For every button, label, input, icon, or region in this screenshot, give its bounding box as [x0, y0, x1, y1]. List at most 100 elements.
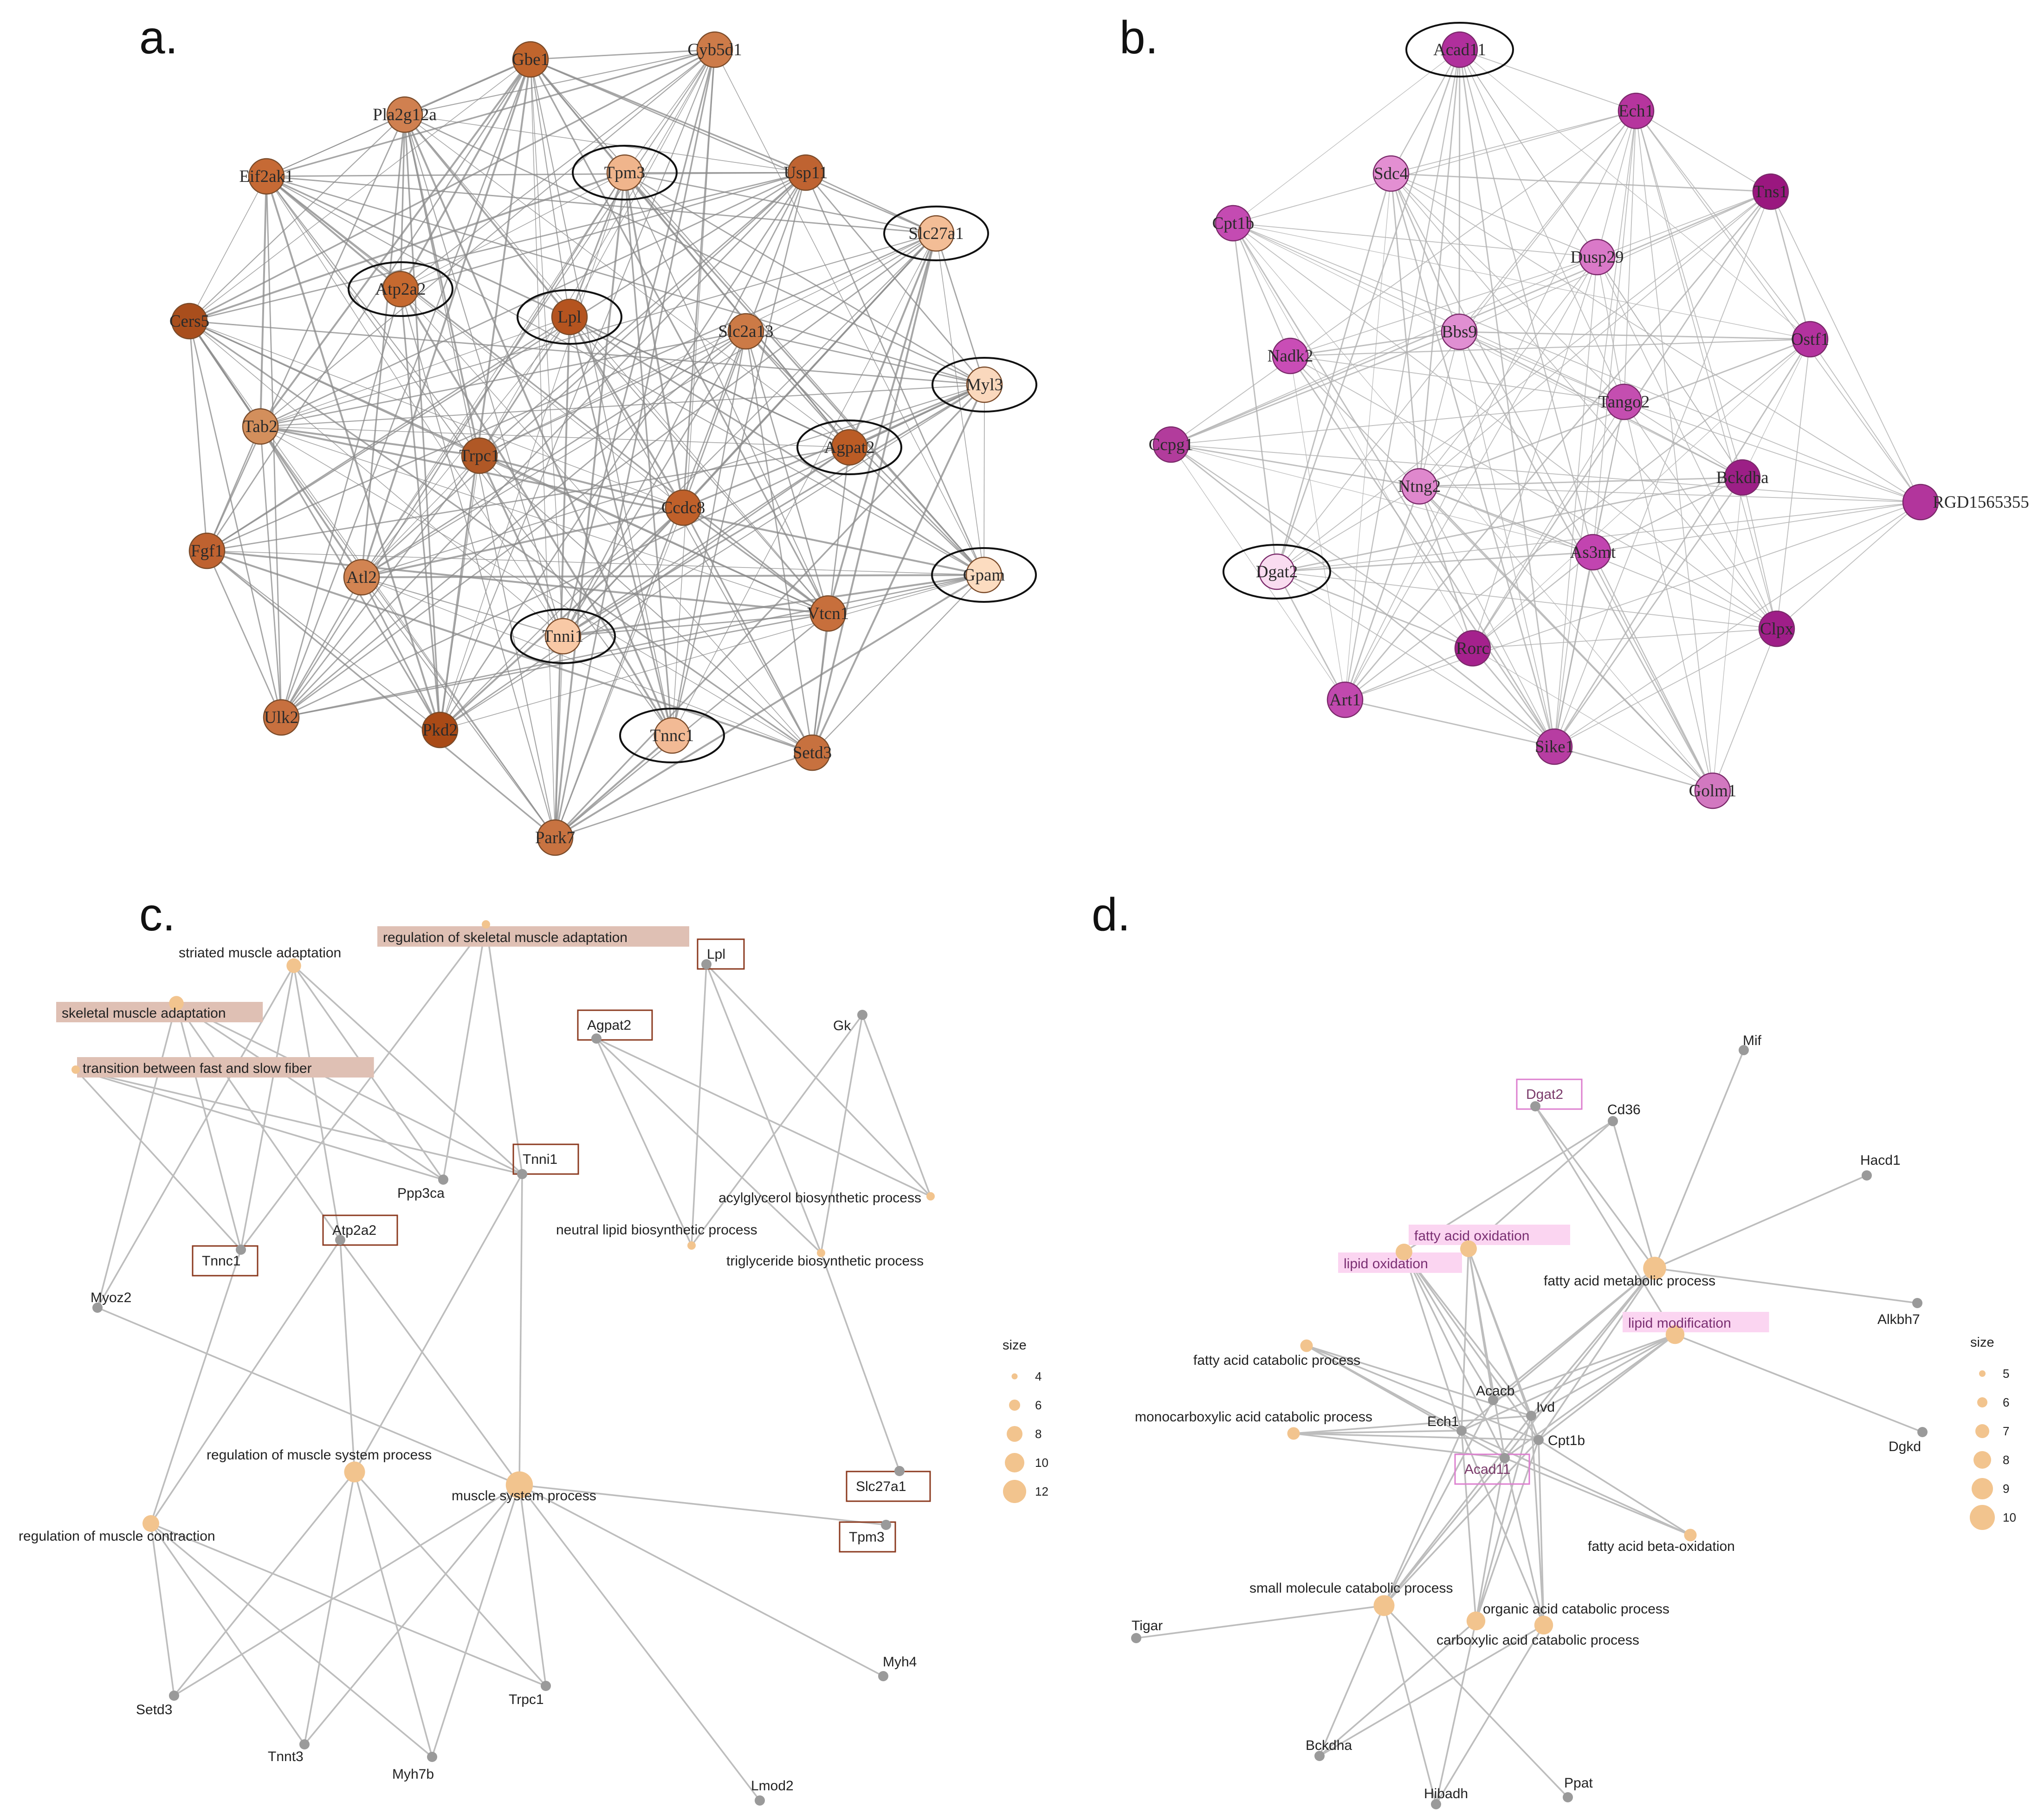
edge — [266, 175, 937, 234]
edge — [479, 316, 570, 456]
gene-box-tpm3 — [839, 1521, 896, 1553]
edge — [1597, 257, 1743, 478]
edge — [404, 114, 806, 173]
edge — [1597, 257, 1777, 629]
edge — [562, 331, 747, 637]
edge — [624, 172, 850, 448]
edge — [189, 321, 563, 637]
term-label-fatty-acid-beta-oxidation: fatty acid beta-oxidation — [1588, 1539, 1735, 1554]
edge — [266, 49, 715, 177]
node-label-tnnc1: Tnnc1 — [650, 726, 694, 745]
gene-node-hibadh — [1431, 1799, 1441, 1809]
term-node-muscle-system-process — [505, 1471, 533, 1499]
term-label-fatty-acid-metabolic-process: fatty acid metabolic process — [1544, 1273, 1715, 1289]
gene-node-myh7b — [427, 1752, 437, 1762]
term-label-neutral-lipid-biosynthetic-process: neutral lipid biosynthetic process — [556, 1222, 757, 1238]
legend-label-8: 8 — [2003, 1453, 2009, 1467]
edge — [1345, 699, 1555, 748]
edge — [354, 1174, 523, 1472]
edge — [400, 289, 556, 838]
gene-label-acacb: Acacb — [1476, 1383, 1514, 1399]
edge — [280, 577, 362, 718]
edge — [304, 1484, 520, 1745]
edge — [1461, 1430, 1545, 1626]
edge — [150, 1249, 242, 1524]
edge — [1276, 191, 1771, 572]
gene-label-trpc1: Trpc1 — [509, 1692, 544, 1707]
gene-node-ppat — [1563, 1792, 1573, 1802]
edge — [207, 550, 984, 575]
edge — [189, 321, 684, 508]
edge — [339, 1239, 520, 1486]
node-atl2 — [343, 559, 380, 596]
edge — [1624, 401, 1743, 478]
edge — [1472, 552, 1593, 649]
edge — [207, 446, 850, 552]
highlight-circle-slc27a1 — [883, 206, 989, 261]
term-highlight-fatty-acid-oxidation — [1409, 1225, 1570, 1245]
term-label-small-molecule-catabolic-process: small molecule catabolic process — [1249, 1581, 1453, 1596]
node-cers5 — [171, 303, 208, 340]
edge — [440, 384, 985, 730]
term-node-regulation-of-muscle-contraction — [142, 1515, 159, 1532]
edge — [206, 59, 531, 551]
term-label-lipid-modification: lipid modification — [1628, 1316, 1731, 1331]
edge — [280, 172, 807, 718]
gene-box-acad11 — [1454, 1453, 1530, 1485]
edge — [176, 1002, 523, 1175]
edge — [1538, 1268, 1656, 1440]
node-label-gbe1: Gbe1 — [512, 50, 549, 69]
edge — [293, 965, 523, 1175]
edge — [805, 172, 937, 234]
gene-node-tnnt3 — [299, 1739, 310, 1749]
gene-node-ppp3ca — [438, 1175, 448, 1185]
gene-label-cd36: Cd36 — [1607, 1102, 1641, 1117]
legend-label-10: 10 — [2003, 1510, 2016, 1524]
node-ccpg1 — [1152, 426, 1190, 463]
node-art1 — [1326, 681, 1364, 718]
panel-b-letter: b. — [1119, 12, 1158, 64]
term-label-organic-acid-catabolic-process: organic acid catabolic process — [1483, 1601, 1669, 1617]
term-label-triglyceride-biosynthetic-process: triglyceride biosynthetic process — [726, 1253, 924, 1269]
edge — [1418, 49, 1461, 487]
gene-box-lpl — [697, 938, 745, 970]
node-label-usp11: Usp11 — [783, 163, 828, 182]
highlight-circle-tnnc1 — [619, 708, 725, 763]
legend-label-10: 10 — [1035, 1456, 1048, 1470]
edge — [1419, 486, 1555, 747]
highlight-circle-lpl — [517, 289, 622, 345]
edge — [1742, 477, 1777, 629]
edge — [1276, 477, 1743, 573]
legend-label-7: 7 — [2003, 1424, 2009, 1438]
edge — [530, 58, 806, 174]
node-cpt1b — [1215, 205, 1252, 242]
edge — [207, 172, 806, 552]
edge — [361, 59, 531, 578]
edge — [1383, 1457, 1506, 1607]
edge — [266, 176, 984, 575]
node-label-art1: Art1 — [1329, 691, 1361, 710]
edge — [705, 963, 932, 1197]
panel-d-edges — [1136, 1050, 1923, 1805]
edge — [1232, 223, 1291, 356]
gene-label-acad11: Acad11 — [1464, 1462, 1511, 1477]
edge — [1276, 571, 1346, 700]
term-label-regulation-of-muscle-contraction: regulation of muscle contraction — [19, 1529, 215, 1544]
node-label-pla2g12a: Pla2g12a — [373, 105, 437, 124]
edge — [281, 613, 828, 718]
edge — [1461, 1334, 1676, 1432]
edge — [518, 1174, 523, 1485]
edge — [1418, 486, 1474, 649]
edge — [175, 1003, 341, 1240]
edge — [260, 49, 715, 427]
edge — [1468, 1248, 1506, 1459]
edge — [1233, 49, 1460, 224]
node-label-tnni1: Tnni1 — [543, 627, 583, 646]
term-node-acylglycerol-biosynthetic-process — [926, 1192, 935, 1200]
term-node-monocarboxylic-acid-catabolic-process — [1287, 1427, 1300, 1440]
gene-label-cpt1b: Cpt1b — [1548, 1433, 1585, 1448]
term-label-monocarboxylic-acid-catabolic-process: monocarboxylic acid catabolic process — [1135, 1409, 1372, 1425]
edge — [518, 1484, 547, 1686]
